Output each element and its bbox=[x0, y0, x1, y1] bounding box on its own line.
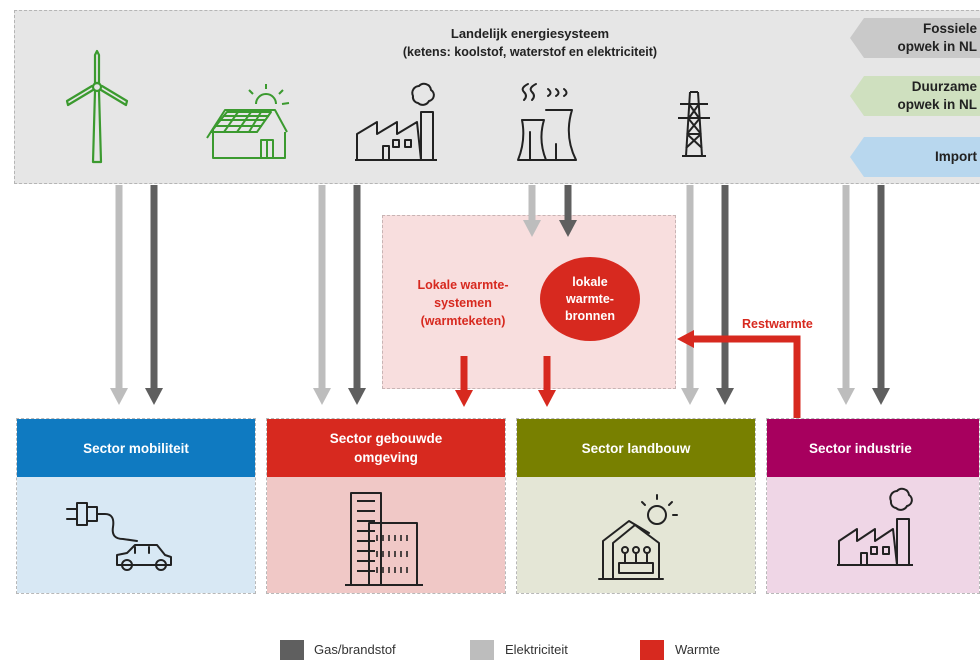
legend-label-warmte: Warmte bbox=[675, 642, 721, 657]
arrows-local bbox=[455, 185, 577, 407]
restwarmte-arrow bbox=[677, 330, 801, 418]
arrows-industrie bbox=[837, 185, 890, 405]
factory-icon-industrie bbox=[837, 487, 913, 566]
legend-swatch-elektriciteit bbox=[470, 640, 494, 660]
sector-industrie-title: Sector industrie bbox=[809, 440, 912, 456]
tag-duurzame-opwek: Duurzame opwek in NL bbox=[850, 76, 980, 116]
arrows-mobiliteit bbox=[110, 185, 163, 405]
tag-import: Import bbox=[850, 137, 980, 177]
sector-gebouwde-omgeving: Sector gebouwde omgeving bbox=[266, 418, 506, 594]
sector-mobiliteit-header: Sector mobiliteit bbox=[17, 419, 255, 477]
cooling-towers-icon bbox=[517, 83, 577, 161]
sector-mobiliteit: Sector mobiliteit bbox=[16, 418, 256, 594]
local-heat-systems-label: Lokale warmte- systemen (warmteketen) bbox=[417, 278, 509, 328]
national-energy-system-box bbox=[14, 10, 980, 184]
national-title-line1: Landelijk energiesysteem bbox=[450, 26, 610, 41]
legend-swatch-warmte bbox=[640, 640, 664, 660]
sector-mobiliteit-title: Sector mobiliteit bbox=[83, 440, 189, 456]
national-title-line2: (ketens: koolstof, waterstof en elektric… bbox=[402, 45, 658, 59]
sector-gebouwde-omgeving-title: Sector gebouwde omgeving bbox=[329, 431, 443, 465]
office-buildings-icon bbox=[345, 492, 423, 586]
factory-icon bbox=[355, 82, 437, 161]
sector-industrie-header: Sector industrie bbox=[767, 419, 979, 477]
tag-fossiele-opwek: Fossiele opwek in NL bbox=[850, 18, 980, 58]
sector-landbouw: Sector landbouw bbox=[516, 418, 756, 594]
sector-landbouw-header: Sector landbouw bbox=[517, 419, 755, 477]
sector-industrie: Sector industrie bbox=[766, 418, 980, 594]
plug-car-icon bbox=[66, 502, 172, 571]
sector-gebouwde-omgeving-header: Sector gebouwde omgeving bbox=[267, 419, 505, 477]
restwarmte-label: Restwarmte bbox=[742, 317, 813, 331]
legend-label-elektriciteit: Elektriciteit bbox=[505, 642, 568, 657]
power-pylon-icon bbox=[678, 91, 710, 157]
arrows-landbouw bbox=[681, 185, 734, 405]
solar-house-icon bbox=[206, 84, 290, 159]
sector-landbouw-title: Sector landbouw bbox=[581, 440, 691, 456]
legend-label-gas: Gas/brandstof bbox=[314, 642, 396, 657]
arrows-gebouwde-omgeving bbox=[313, 185, 366, 405]
local-heat-sources-label: lokale warmte- bronnen bbox=[565, 274, 615, 323]
legend-swatch-gas bbox=[280, 640, 304, 660]
greenhouse-icon bbox=[598, 494, 678, 580]
local-heat-sources-ellipse: lokale warmte- bronnen bbox=[540, 257, 640, 341]
wind-turbine-icon bbox=[65, 49, 129, 164]
national-title: Landelijk energiesysteem (ketens: koolst… bbox=[350, 25, 710, 61]
